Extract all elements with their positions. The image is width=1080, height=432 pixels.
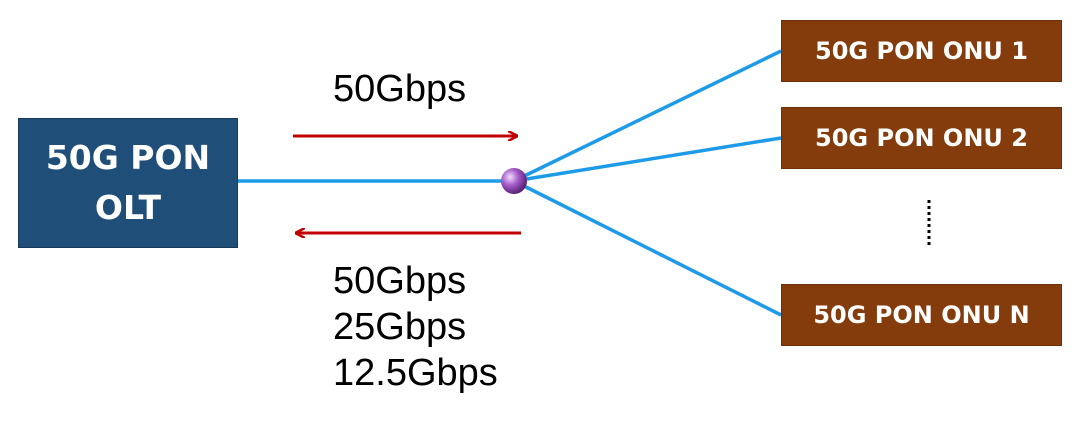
- optical-splitter: [501, 168, 527, 194]
- onu-2-drop-fiber: [513, 136, 782, 183]
- downstream-rate-label: 50Gbps: [333, 68, 467, 110]
- upstream-rate-label: 25Gbps: [333, 306, 467, 348]
- onu-n-box: 50G PON ONU N: [781, 284, 1062, 346]
- onu-1-drop-fiber: [513, 49, 782, 183]
- olt-box: 50G PON OLT: [18, 118, 238, 248]
- onu-n-drop-fiber: [513, 179, 782, 317]
- onu-1-box: 50G PON ONU 1: [781, 20, 1062, 82]
- upstream-rates: 50Gbps 25Gbps 12.5Gbps: [333, 258, 498, 396]
- upstream-rate-label: 50Gbps: [333, 260, 467, 302]
- onu-2-box: 50G PON ONU 2: [781, 107, 1062, 169]
- upstream-rate-label: 12.5Gbps: [333, 352, 498, 394]
